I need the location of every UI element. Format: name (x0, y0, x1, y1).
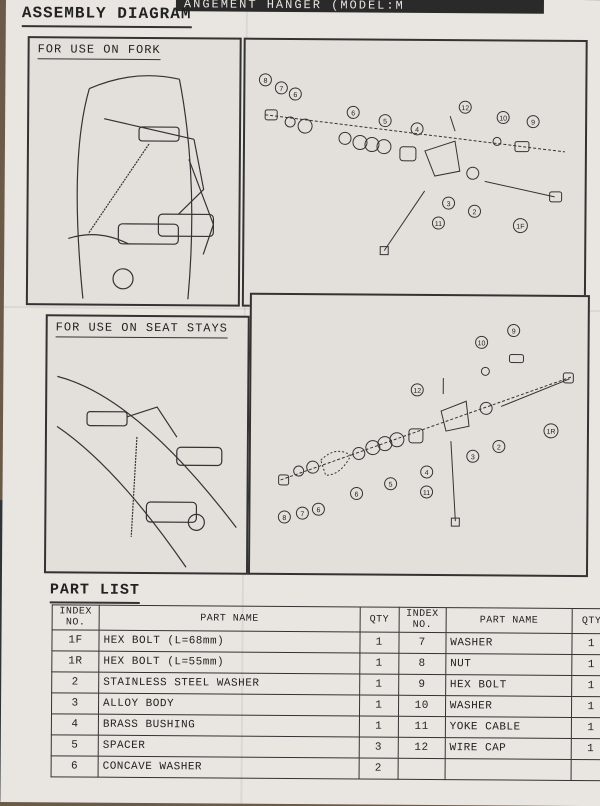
part-name: HEX BOLT (445, 675, 571, 697)
fork-brake-illustration (28, 38, 240, 304)
callout-label: 1F (516, 224, 524, 231)
callout-label: 12 (461, 105, 469, 112)
part-index: 5 (51, 735, 98, 756)
part-list-table: INDEX NO. PART NAME QTY INDEX NO. PART N… (51, 604, 600, 781)
part-qty (571, 759, 600, 780)
part-name: WASHER (446, 633, 572, 655)
part-index (398, 758, 445, 779)
part-name: WASHER (445, 696, 571, 718)
part-qty: 1 (359, 674, 398, 695)
part-qty: 1 (572, 675, 600, 696)
part-list-heading: PART LIST (50, 581, 140, 604)
part-qty: 1 (572, 654, 600, 675)
callout-label: 1R (546, 429, 555, 436)
part-name-header: PART NAME (99, 605, 360, 632)
fork-exploded-svg: 8 7 6 6 5 4 12 10 9 3 2 1F 11 (244, 40, 586, 307)
part-index: 4 (51, 714, 98, 735)
table-row: 6 CONCAVE WASHER 2 (51, 756, 600, 781)
part-qty: 2 (359, 758, 398, 779)
part-index: 12 (398, 737, 445, 758)
part-name: HEX BOLT (L=68mm) (99, 630, 360, 653)
part-name: CONCAVE WASHER (98, 756, 359, 779)
callout-label: 9 (531, 120, 535, 127)
callout-label: 6 (293, 92, 297, 99)
seat-illustration-panel: FOR USE ON SEAT STAYS (44, 314, 250, 574)
index-header: INDEX NO. (52, 605, 99, 630)
fork-illustration-panel: FOR USE ON FORK (26, 36, 242, 306)
part-index: 9 (398, 674, 445, 695)
fork-exploded-diagram: 8 7 6 6 5 4 12 10 9 3 2 1F 11 (242, 38, 588, 309)
callout-label: 8 (263, 78, 267, 85)
part-index: 3 (51, 693, 98, 714)
callout-label: 7 (279, 86, 283, 93)
part-index: 8 (399, 653, 446, 674)
part-name: SPACER (98, 735, 359, 758)
callout-label: 3 (471, 454, 475, 461)
callout-label: 6 (351, 110, 355, 117)
callout-label: 11 (423, 490, 430, 497)
callout-label: 12 (413, 388, 421, 395)
part-name: STAINLESS STEEL WASHER (99, 672, 360, 695)
qty-header: QTY (572, 608, 600, 633)
index-header: INDEX NO. (399, 607, 446, 632)
callout-label: 4 (425, 470, 429, 477)
part-qty: 3 (359, 737, 398, 758)
part-index: 11 (398, 716, 445, 737)
part-name: NUT (446, 654, 572, 676)
part-index: 10 (398, 695, 445, 716)
seat-brake-illustration (46, 316, 248, 572)
callout-label: 2 (497, 444, 501, 451)
assembly-heading: ASSEMBLY DIAGRAM (22, 4, 192, 28)
top-banner: ANGEMENT HANGER (MODEL:M (176, 0, 544, 14)
part-qty: 1 (571, 696, 600, 717)
part-name: BRASS BUSHING (98, 714, 359, 737)
callout-label: 9 (512, 329, 516, 336)
callout-label: 7 (300, 511, 304, 518)
part-name: YOKE CABLE (445, 717, 571, 739)
part-qty: 1 (360, 653, 399, 674)
part-index: 7 (399, 632, 446, 653)
part-name: HEX BOLT (L=55mm) (99, 651, 360, 674)
callout-label: 2 (473, 209, 477, 216)
table-header-row: INDEX NO. PART NAME QTY INDEX NO. PART N… (52, 605, 600, 634)
part-index: 6 (51, 756, 98, 777)
part-qty: 1 (571, 717, 600, 738)
part-name-header: PART NAME (446, 608, 572, 634)
callout-label: 10 (499, 115, 507, 122)
part-name: ALLOY BODY (98, 693, 359, 716)
part-qty: 1 (571, 738, 600, 759)
callout-group: 8 7 6 6 5 4 12 10 9 3 2 1F 11 (258, 74, 539, 233)
seat-exploded-svg: 10 9 12 1R 2 3 4 5 6 11 8 7 6 (250, 295, 588, 575)
callout-label: 3 (447, 201, 451, 208)
part-name (445, 759, 571, 781)
part-qty: 1 (572, 633, 600, 654)
part-qty: 1 (360, 632, 399, 653)
callout-label: 5 (383, 119, 387, 126)
part-index: 2 (52, 672, 99, 693)
callout-label: 10 (478, 340, 486, 347)
callout-label: 11 (435, 221, 442, 228)
callout-label: 8 (282, 515, 286, 522)
part-qty: 1 (359, 716, 398, 737)
seat-exploded-diagram: 10 9 12 1R 2 3 4 5 6 11 8 7 6 (248, 293, 590, 577)
qty-header: QTY (360, 607, 399, 632)
part-index: 1F (52, 630, 99, 651)
callout-label: 6 (355, 491, 359, 498)
part-index: 1R (52, 651, 99, 672)
part-name: WIRE CAP (445, 738, 571, 760)
part-qty: 1 (359, 695, 398, 716)
callout-label: 6 (316, 507, 320, 514)
callout-label: 4 (415, 127, 419, 134)
callout-label: 5 (389, 482, 393, 489)
